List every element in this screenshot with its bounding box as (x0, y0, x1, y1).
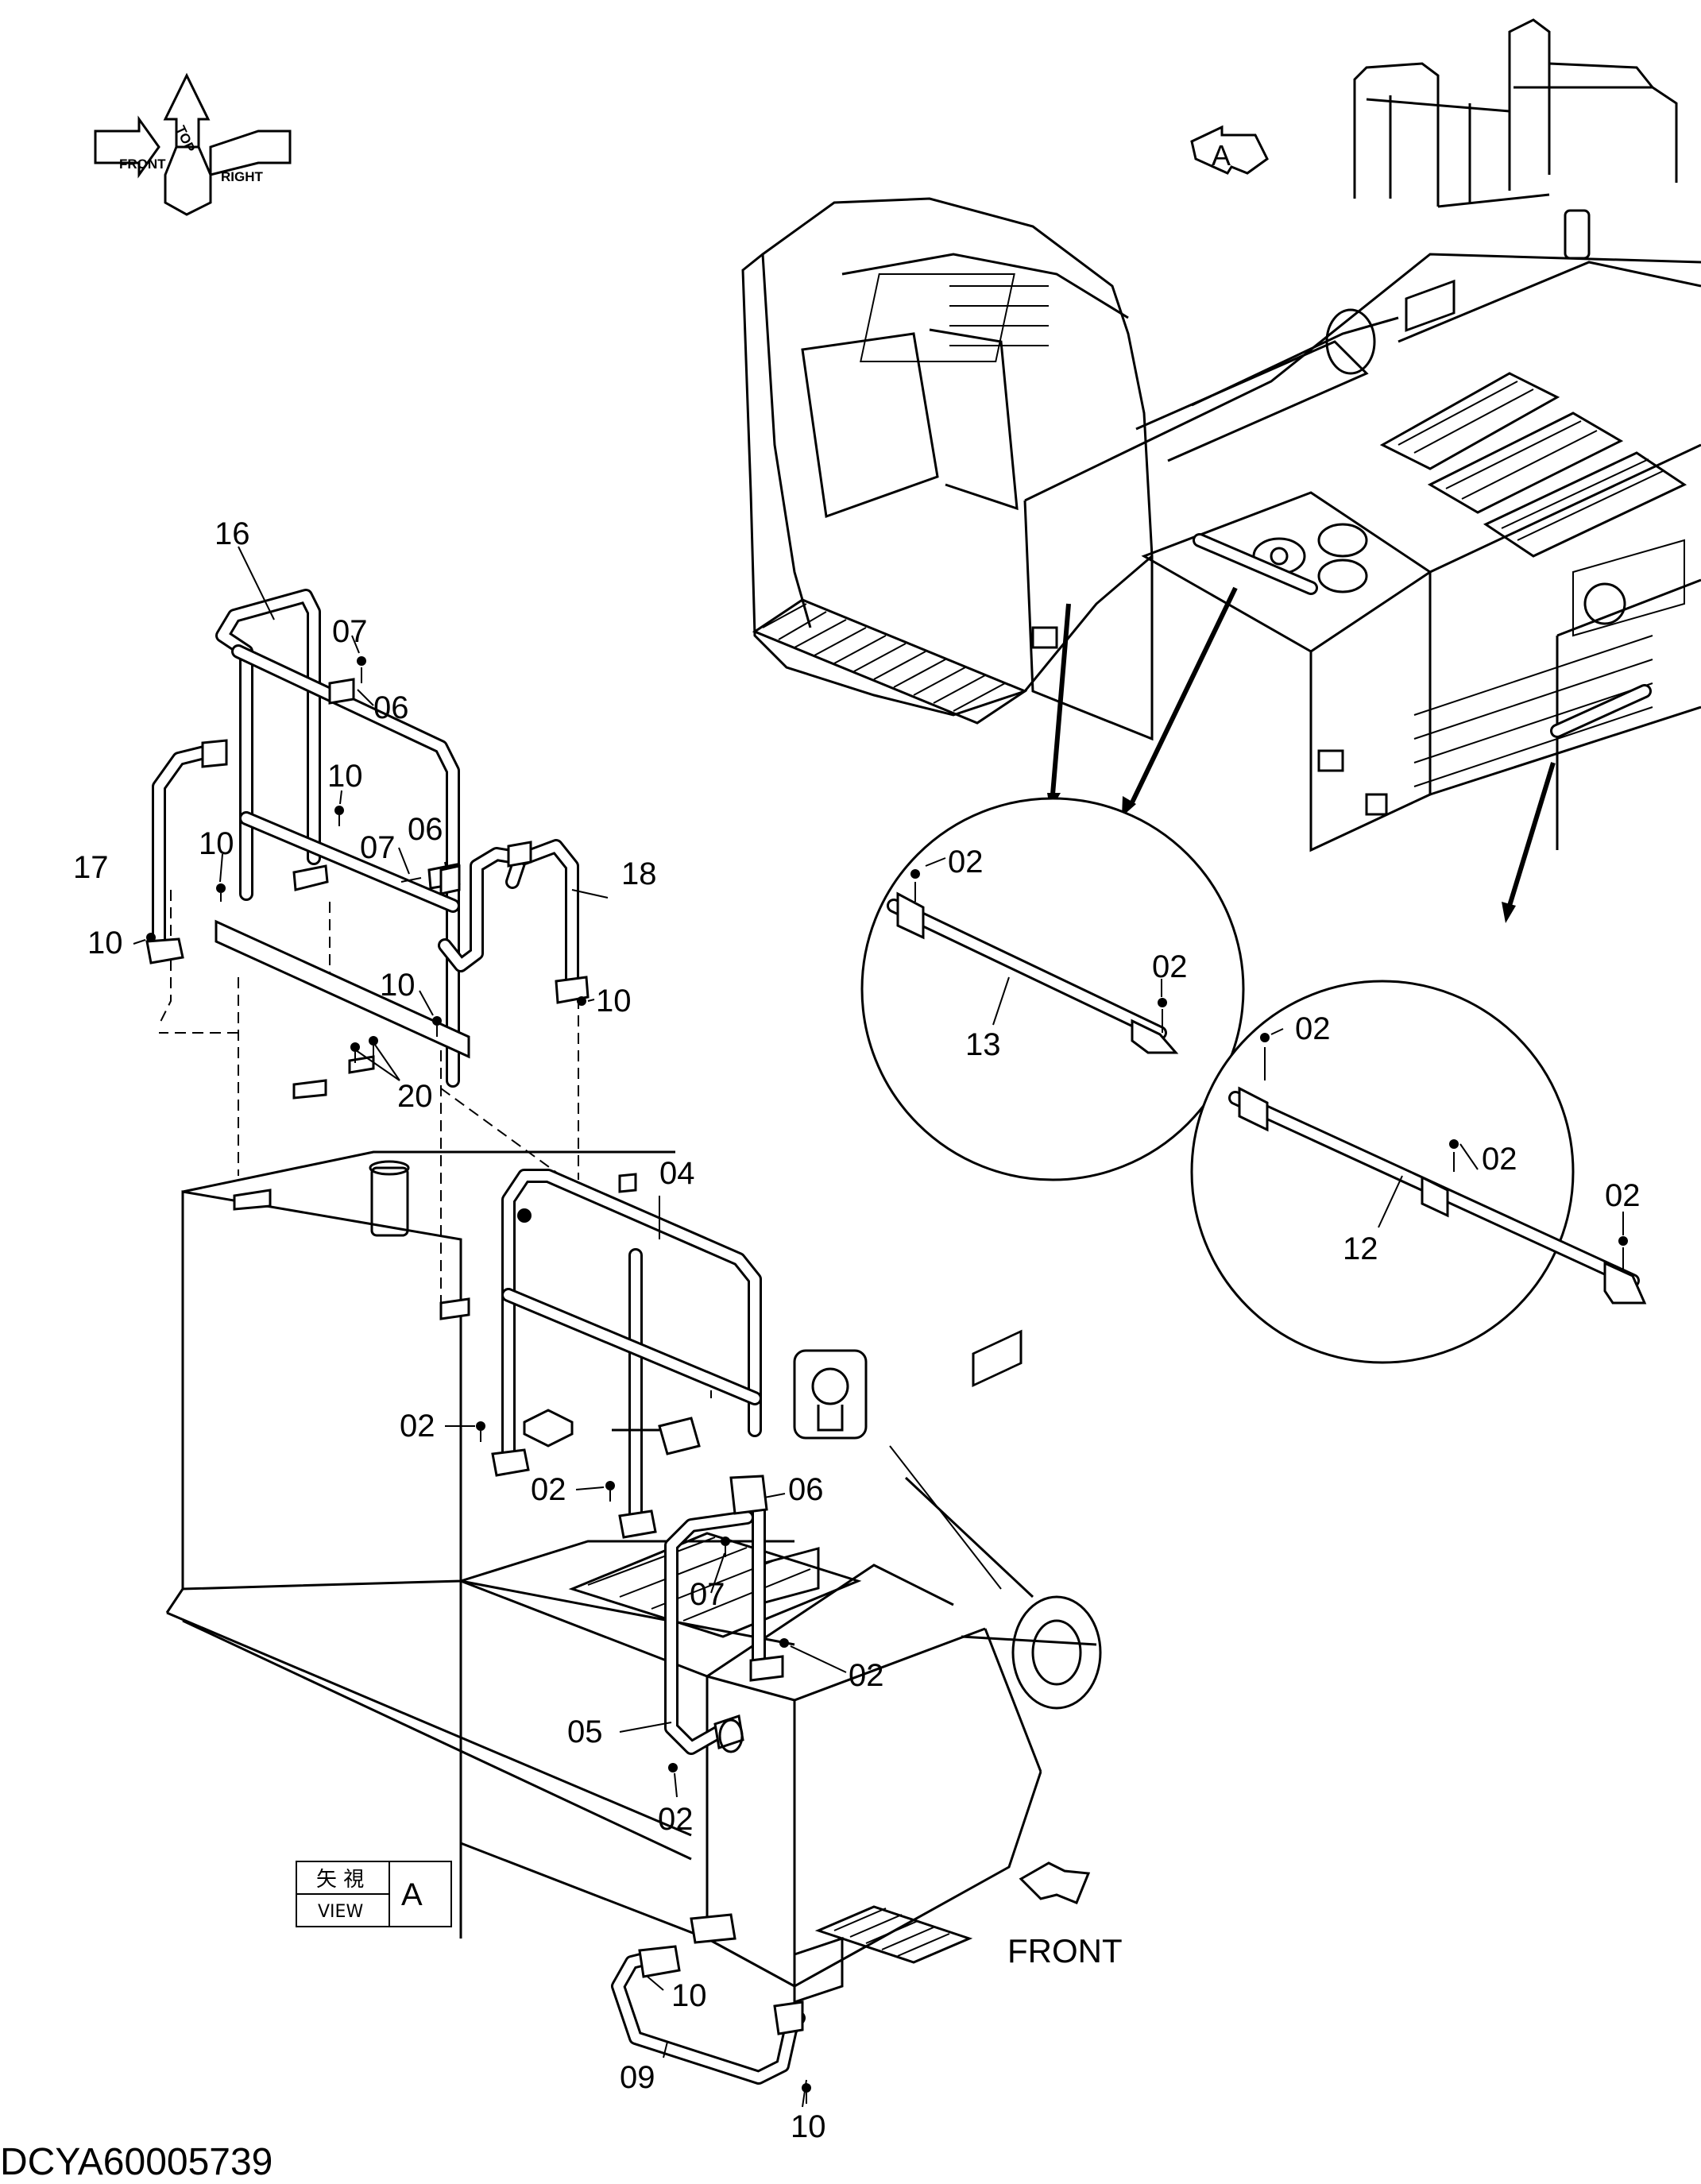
document-id: DCYA60005739 (0, 2141, 273, 2183)
callout-07: 07 (332, 614, 368, 649)
callout-labels: 16 07 06 10 07 06 18 17 10 10 10 10 20 0… (73, 516, 1641, 2144)
callout-10: 10 (199, 826, 234, 861)
excavator-upper-structure (741, 18, 1701, 852)
callout-12: 12 (1343, 1231, 1378, 1266)
callout-10: 10 (596, 984, 632, 1019)
callout-20: 20 (397, 1079, 433, 1114)
callout-02: 02 (531, 1472, 566, 1507)
view-a-marker-label: A (1212, 139, 1231, 172)
callout-10: 10 (791, 2109, 826, 2144)
callout-10: 10 (87, 926, 123, 961)
orientation-cube-icon: FRONT TOP RIGHT (94, 72, 292, 216)
handrail-17 (145, 739, 228, 964)
handrail-05 (664, 1475, 789, 1772)
callout-06: 06 (373, 690, 409, 725)
view-a-marker: A (1190, 125, 1269, 175)
bolts-02-main (476, 1421, 615, 1502)
callout-02: 02 (849, 1658, 884, 1693)
view-box-japanese: 矢 視 (316, 1868, 364, 1892)
handrail-09 (611, 1913, 811, 2104)
callout-06: 06 (408, 812, 443, 847)
detail-circle-13 (860, 797, 1245, 1181)
cube-front-label: FRONT (119, 157, 166, 172)
front-arrow-icon: FRONT (1007, 1861, 1123, 1969)
callout-02: 02 (1152, 949, 1188, 984)
callout-02: 02 (948, 845, 984, 879)
callout-16: 16 (215, 516, 250, 551)
callout-04: 04 (659, 1156, 695, 1191)
callout-02: 02 (658, 1802, 694, 1837)
callout-18: 18 (621, 856, 657, 891)
callout-10: 10 (671, 1978, 707, 2013)
callout-06: 06 (788, 1472, 824, 1507)
callout-17: 17 (73, 850, 109, 885)
callout-10: 10 (327, 759, 363, 794)
callout-07: 07 (690, 1577, 725, 1612)
bolts-20 (233, 1036, 637, 1320)
callout-10: 10 (380, 968, 416, 1003)
callout-05: 05 (567, 1714, 603, 1749)
handrail-18 (400, 839, 590, 1006)
detail-circle-12 (1190, 980, 1647, 1364)
leader-lines (133, 546, 1624, 2108)
callout-13: 13 (965, 1027, 1001, 1062)
cube-right-label: RIGHT (221, 169, 264, 184)
callout-09: 09 (620, 2060, 655, 2095)
view-box-letter: A (401, 1877, 423, 1912)
view-box-english: VIEW (318, 1902, 363, 1922)
view-a-box: 矢 視 VIEW A (296, 1861, 452, 1927)
front-arrow-label: FRONT (1007, 1932, 1123, 1969)
handrail-04 (491, 1169, 762, 1539)
callout-02: 02 (1482, 1142, 1517, 1177)
callout-02: 02 (400, 1409, 435, 1444)
callout-02: 02 (1605, 1178, 1641, 1213)
callout-02: 02 (1295, 1011, 1331, 1046)
callout-07: 07 (360, 830, 396, 865)
